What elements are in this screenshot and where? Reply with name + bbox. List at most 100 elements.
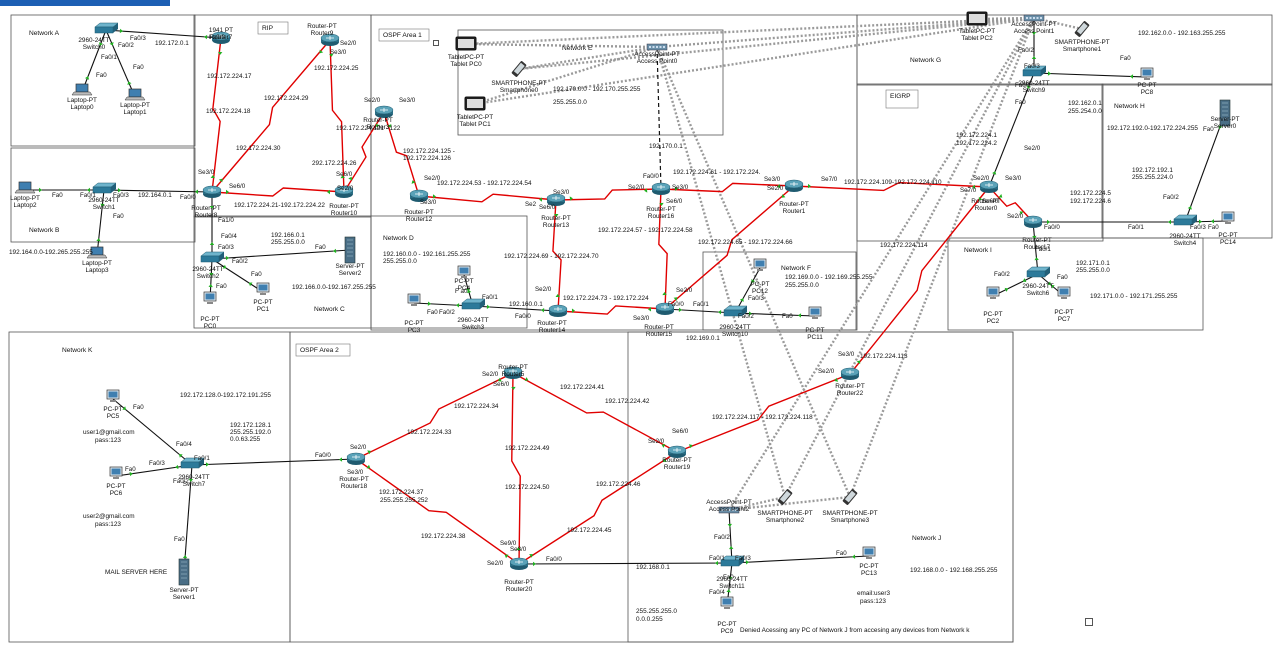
laptop-laptop2[interactable] (14, 181, 36, 194)
ip-label: 192.172.224.34 (454, 403, 499, 410)
router-router7[interactable] (211, 31, 231, 44)
phone-sm0[interactable] (511, 61, 527, 78)
port-status-light (532, 561, 536, 567)
pc-pc8[interactable] (1140, 67, 1154, 80)
wireless-link (656, 16, 1035, 49)
switch-switch9[interactable] (1022, 65, 1047, 77)
router-router20[interactable] (509, 557, 529, 570)
router-router8[interactable] (202, 185, 222, 198)
port-label: Fa0/3 (735, 555, 751, 562)
ip-label: 192.172.224.45 (567, 527, 612, 534)
wireless-link (655, 46, 852, 498)
router-router17[interactable] (1023, 215, 1043, 228)
router-router22[interactable] (840, 367, 860, 380)
server-server2[interactable] (344, 236, 356, 264)
switch-switch0[interactable] (94, 22, 119, 34)
phone-sm1[interactable] (1074, 21, 1090, 38)
pc-pc11[interactable] (808, 306, 822, 319)
pc-pc13[interactable] (862, 546, 876, 559)
port-label: Fa0/0 (668, 301, 684, 308)
device-name-label: Switch4 (1174, 240, 1197, 247)
laptop-laptop3[interactable] (86, 246, 108, 259)
port-status-light (427, 301, 431, 306)
router-router1[interactable] (784, 179, 804, 192)
switch-switch3[interactable] (461, 298, 486, 310)
device-model-label: Server-PT (169, 587, 198, 594)
pc-pc3[interactable] (407, 293, 421, 306)
pc-pc4[interactable] (457, 265, 471, 278)
port-label: Fa0 (1015, 99, 1026, 106)
port-status-light (432, 194, 436, 199)
server-server1[interactable] (178, 558, 190, 586)
router-router9[interactable] (320, 33, 340, 46)
pc-pc0[interactable] (203, 291, 217, 304)
port-label: Fa0 (133, 404, 144, 411)
port-status-light (208, 284, 213, 288)
phone-sm3[interactable] (842, 489, 858, 506)
device-model-label: Laptop-PT (67, 97, 97, 104)
router-router14[interactable] (548, 304, 568, 317)
laptop-laptop0[interactable] (71, 83, 93, 96)
device-name-label: Switch11 (719, 583, 745, 590)
device-model-label: 2960-24TT (1169, 233, 1200, 240)
ethernet-link (1184, 112, 1226, 223)
pc-pc2[interactable] (986, 286, 1000, 299)
pc-pc9[interactable] (720, 596, 734, 609)
wireless-link (518, 16, 1035, 71)
corner-handle[interactable] (1085, 618, 1093, 626)
port-status-light (218, 178, 223, 183)
device-model-label: PC-PT (1137, 82, 1156, 89)
area-resize-handle[interactable] (433, 40, 439, 46)
port-status-light (366, 464, 371, 469)
pc-pc1[interactable] (256, 282, 270, 295)
port-label: Se9/0 (500, 540, 517, 547)
router-router3[interactable] (374, 105, 394, 118)
pc-pc6[interactable] (109, 466, 123, 479)
router-router5[interactable] (503, 366, 523, 379)
device-name-label: Router10 (331, 210, 358, 217)
switch-switch4[interactable] (1173, 214, 1198, 226)
router-router16[interactable] (651, 182, 671, 195)
pc-pc12[interactable] (753, 258, 767, 271)
switch-switch6[interactable] (1026, 266, 1051, 278)
tablet-tab2[interactable] (966, 11, 988, 26)
server-server0[interactable] (1219, 99, 1231, 127)
router-router0[interactable] (979, 180, 999, 193)
switch-switch10[interactable] (723, 305, 748, 317)
port-label: Fa0/3 (113, 192, 129, 199)
switch-switch2[interactable] (200, 251, 225, 263)
device-name-label: Router9 (311, 30, 334, 37)
port-label: Se6/0 (539, 204, 556, 211)
ip-label: 192.169.0.0 - 192.169.255.255 (785, 274, 873, 281)
ip-label: 255.255.0.0 (383, 258, 417, 265)
port-label: Fa0 (427, 309, 438, 316)
router-router15[interactable] (655, 302, 675, 315)
port-status-light (96, 238, 101, 242)
port-label: Se6/0 (666, 198, 683, 205)
port-label: Fa0/3 (130, 35, 146, 42)
pc-pc5[interactable] (106, 389, 120, 402)
pc-pc7[interactable] (1057, 286, 1071, 299)
ap-ap1[interactable] (1023, 14, 1045, 22)
router-router18[interactable] (346, 452, 366, 465)
switch-switch11[interactable] (720, 555, 745, 567)
ap-ap2[interactable] (718, 506, 740, 514)
tablet-tab0[interactable] (455, 36, 477, 51)
phone-sm2[interactable] (777, 489, 793, 506)
box-network-j (627, 331, 1014, 643)
laptop-laptop1[interactable] (124, 88, 146, 101)
pc-pc14[interactable] (1221, 211, 1235, 224)
port-status-light (226, 189, 229, 195)
router-router10[interactable] (334, 185, 354, 198)
router-router12[interactable] (409, 189, 429, 202)
port-label: Fa0 (782, 313, 793, 320)
router-router19[interactable] (667, 445, 687, 458)
switch-switch1[interactable] (92, 182, 117, 194)
credential-text: pass:123 (860, 598, 886, 605)
tablet-tab1[interactable] (464, 96, 486, 111)
router-router13[interactable] (546, 193, 566, 206)
switch-switch7[interactable] (180, 457, 205, 469)
port-status-light (1004, 287, 1009, 292)
ap-ap0[interactable] (646, 43, 668, 51)
